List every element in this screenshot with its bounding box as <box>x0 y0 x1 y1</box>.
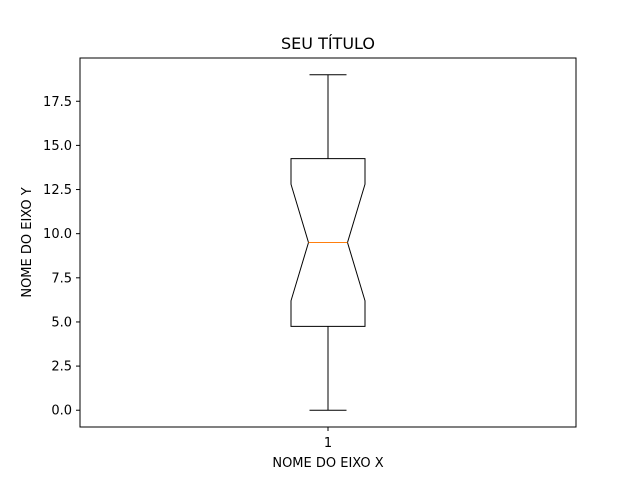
y-tick-label: 10.0 <box>43 227 72 242</box>
y-tick-label: 15.0 <box>43 139 72 154</box>
y-axis-label: NOME DO EIXO Y <box>20 187 35 297</box>
y-tick-label: 2.5 <box>51 360 72 375</box>
box-body <box>290 158 366 327</box>
plot-area: 0.0 2.5 5.0 7.5 10.0 12.5 15.0 17.5 1 <box>43 57 577 451</box>
x-tick-label: 1 <box>324 436 332 451</box>
y-tick-label: 5.0 <box>51 315 72 330</box>
x-axis-label: NOME DO EIXO X <box>272 456 383 471</box>
y-tick-label: 17.5 <box>43 95 72 110</box>
chart-title: SEU TÍTULO <box>281 34 375 53</box>
y-tick-label: 12.5 <box>43 183 72 198</box>
y-tick-label: 0.0 <box>51 404 72 419</box>
y-tick-label: 7.5 <box>51 271 72 286</box>
